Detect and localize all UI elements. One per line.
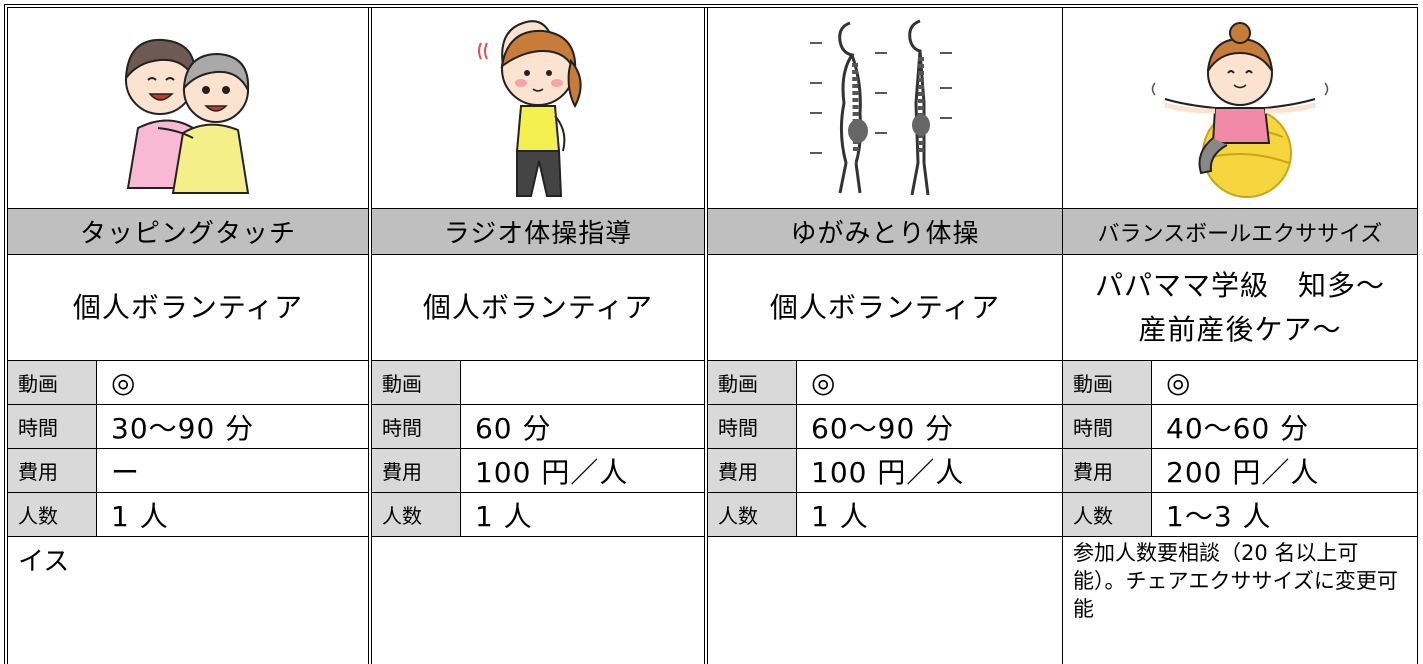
row-label: 動画 [1063, 361, 1152, 404]
row-label: 費用 [371, 449, 461, 492]
row-label: 時間 [1063, 405, 1152, 448]
organizer-line: 個人ボランティア [769, 290, 1001, 324]
note [708, 537, 1062, 664]
time-row: 時間 60〜90 分 [708, 405, 1062, 449]
activity-column: ゆがみとり体操 個人ボランティア 動画 ◎ 時間 60〜90 分 費用 100 … [708, 8, 1063, 664]
row-value: 1 人 [474, 499, 533, 533]
cost-row: 費用 100 円／人 [371, 449, 705, 493]
row-value [461, 361, 704, 404]
illustration-cell [371, 8, 705, 209]
time-row: 時間 30〜90 分 [8, 405, 368, 449]
time-row: 時間 40〜60 分 [1063, 405, 1417, 449]
row-label: 費用 [1063, 449, 1152, 492]
activity-column: バランスボールエクササイズ パパママ学級 知多〜 産前産後ケア〜 動画 ◎ 時間… [1063, 8, 1418, 664]
activity-title: ラジオ体操指導 [371, 209, 705, 255]
row-value: ー [111, 455, 141, 489]
row-label: 費用 [8, 449, 97, 492]
row-label: 人数 [1063, 493, 1152, 536]
activity-column: ラジオ体操指導 個人ボランティア 動画 時間 60 分 費用 100 円／人 人… [371, 8, 709, 664]
note: イス [18, 547, 70, 577]
activity-table: タッピングタッチ 個人ボランティア 動画 ◎ 時間 30〜90 分 費用 ー 人… [4, 4, 1418, 664]
organizer-line: 産前産後ケア〜 [1138, 312, 1342, 346]
organizer: 個人ボランティア [371, 255, 705, 361]
video-row: 動画 ◎ [1063, 361, 1417, 405]
row-label: 動画 [8, 361, 97, 404]
video-row: 動画 ◎ [708, 361, 1062, 405]
row-value: 60 分 [474, 411, 552, 445]
people-row: 人数 1 人 [8, 493, 368, 537]
row-value: 30〜90 分 [111, 411, 255, 445]
radio-exercise-illustration [477, 19, 582, 197]
video-row: 動画 ◎ [8, 361, 368, 405]
people-row: 人数 1〜3 人 [1063, 493, 1417, 537]
row-value: 40〜60 分 [1166, 411, 1310, 445]
note: 参加人数要相談（20 名以上可能）。チェアエクササイズに変更可能 [1073, 541, 1398, 621]
organizer-line: 個人ボランティア [422, 290, 654, 324]
row-value: 60〜90 分 [811, 411, 955, 445]
row-label: 動画 [371, 361, 461, 404]
posture-correction-illustration [810, 19, 952, 196]
organizer: 個人ボランティア [8, 255, 368, 361]
activity-title: バランスボールエクササイズ [1063, 209, 1417, 255]
people-row: 人数 1 人 [371, 493, 705, 537]
video-row: 動画 [371, 361, 705, 405]
row-value: ◎ [1166, 366, 1192, 399]
activity-title: タッピングタッチ [8, 209, 368, 255]
cost-row: 費用 100 円／人 [708, 449, 1062, 493]
row-label: 人数 [8, 493, 97, 536]
row-label: 時間 [708, 405, 798, 448]
row-value: 1〜3 人 [1166, 499, 1272, 533]
row-value: 1 人 [111, 499, 169, 533]
row-value: 1 人 [811, 499, 869, 533]
illustration-cell [1063, 8, 1417, 209]
row-value: 200 円／人 [1166, 455, 1320, 489]
row-label: 時間 [8, 405, 97, 448]
row-value: 100 円／人 [811, 455, 965, 489]
note [372, 537, 704, 664]
organizer: 個人ボランティア [708, 255, 1062, 361]
people-row: 人数 1 人 [708, 493, 1062, 537]
organizer-line: パパママ学級 知多〜 [1094, 268, 1385, 302]
organizer-line: 個人ボランティア [72, 290, 304, 324]
row-label: 人数 [371, 493, 461, 536]
cost-row: 費用 200 円／人 [1063, 449, 1417, 493]
row-label: 費用 [708, 449, 798, 492]
organizer: パパママ学級 知多〜 産前産後ケア〜 [1063, 255, 1417, 361]
row-label: 時間 [371, 405, 461, 448]
row-value: ◎ [811, 366, 837, 399]
tapping-touch-illustration [124, 38, 250, 194]
balance-ball-illustration [1151, 22, 1329, 198]
cost-row: 費用 ー [8, 449, 368, 493]
time-row: 時間 60 分 [371, 405, 705, 449]
row-label: 人数 [708, 493, 798, 536]
activity-column: タッピングタッチ 個人ボランティア 動画 ◎ 時間 30〜90 分 費用 ー 人… [8, 8, 372, 664]
row-label: 動画 [708, 361, 798, 404]
row-value: ◎ [111, 366, 137, 399]
illustration-cell [8, 8, 368, 209]
row-value: 100 円／人 [474, 455, 629, 489]
illustration-cell [708, 8, 1062, 209]
activity-title: ゆがみとり体操 [708, 209, 1062, 255]
